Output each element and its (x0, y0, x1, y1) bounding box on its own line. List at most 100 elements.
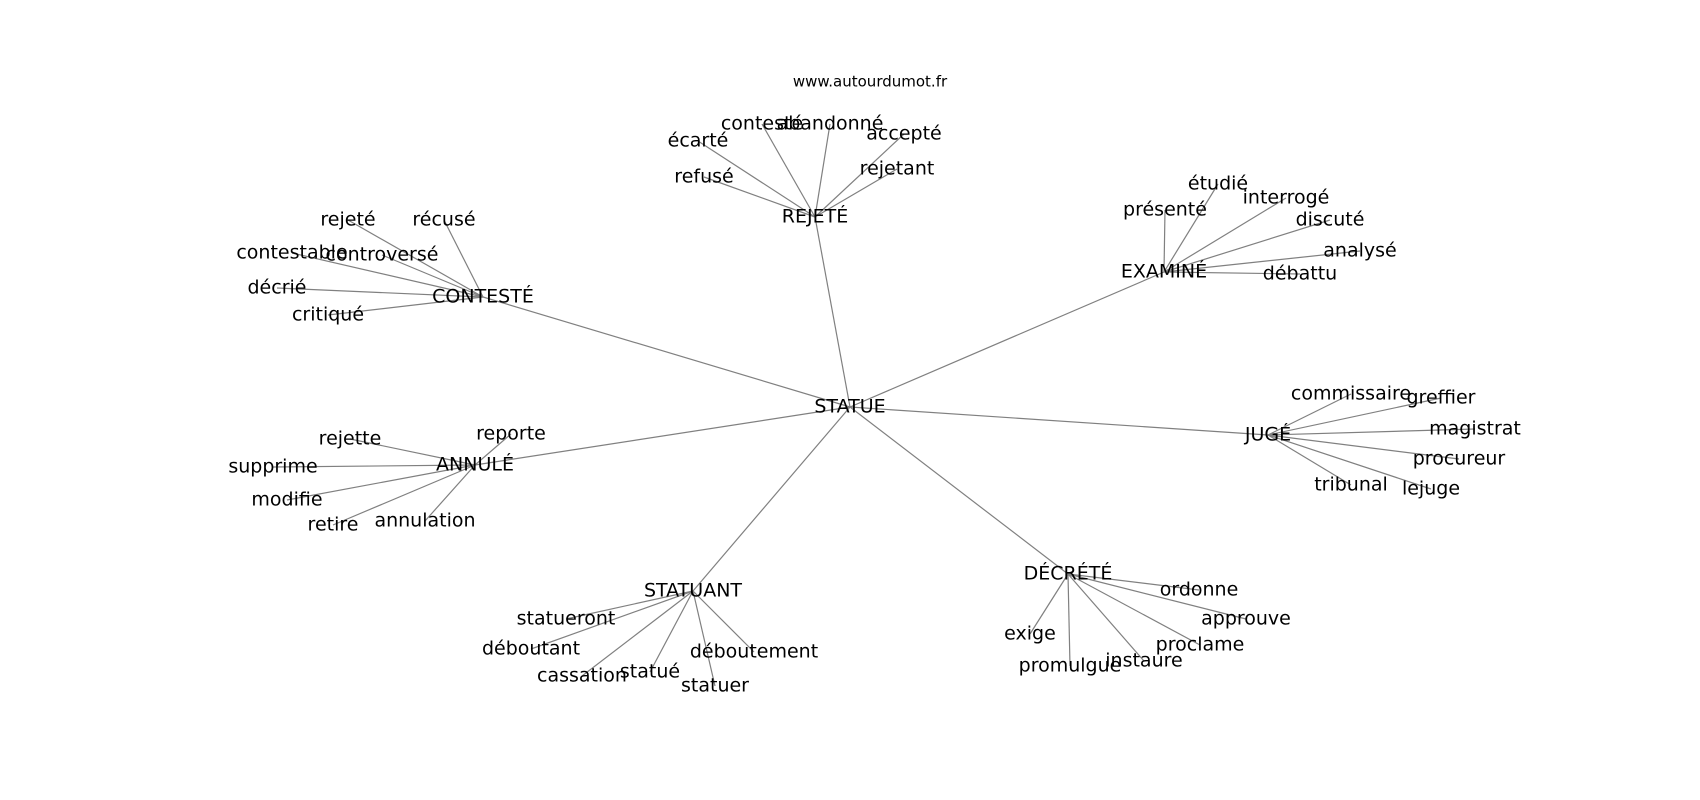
leaf-edge (1163, 183, 1219, 273)
leaf-node-label: contesté (721, 113, 803, 135)
leaf-node-label: critiqué (292, 304, 364, 326)
leaf-node-label: rejetant (860, 158, 935, 180)
leaf-edge (1067, 573, 1200, 591)
leaf-edge (272, 464, 476, 468)
leaf-node-label: décrié (248, 277, 307, 299)
leaf-edge (276, 287, 484, 298)
leaf-node-label: controversé (326, 244, 439, 266)
leaf-edge (703, 176, 816, 218)
hub-node-label: DÉCRÉTÉ (1024, 562, 1113, 585)
leaf-edge (381, 254, 484, 298)
root-edge (849, 406, 1069, 575)
hub-node-label: ANNULÉ (436, 453, 514, 476)
leaf-edge (1267, 397, 1442, 436)
root-edge (849, 406, 1269, 436)
leaf-edge (286, 464, 476, 501)
leaf-node-label: commissaire (1291, 383, 1411, 405)
leaf-edge (697, 140, 816, 218)
leaf-node-label: exige (1004, 623, 1056, 645)
leaf-edge (474, 433, 512, 466)
leaf-edge (1267, 393, 1352, 436)
leaf-node-label: accepté (866, 123, 941, 145)
leaf-node-label: reporte (476, 423, 546, 445)
leaf-edge (347, 219, 484, 298)
leaf-edge (1067, 573, 1145, 662)
leaf-node-label: cassation (537, 665, 627, 687)
hub-node-label: STATUANT (644, 580, 742, 602)
root-edge (474, 406, 851, 466)
leaf-edge (1163, 209, 1166, 273)
leaf-edge (1067, 573, 1071, 667)
leaf-edge (332, 464, 476, 526)
leaf-node-label: rejeté (320, 209, 375, 231)
leaf-node-label: rejette (319, 428, 382, 450)
leaf-edge (565, 590, 694, 620)
leaf-edge (814, 133, 905, 218)
leaf-edge (291, 252, 484, 298)
leaf-node-label: greffier (1406, 387, 1475, 409)
leaf-node-label: proclame (1156, 634, 1245, 656)
leaf-edge (1029, 573, 1069, 635)
leaf-edge (581, 590, 694, 677)
leaf-node-label: récusé (412, 209, 475, 231)
hub-node-label: EXAMINÉ (1121, 260, 1207, 283)
leaf-node-label: statuer (681, 675, 749, 697)
leaf-edge (1067, 573, 1201, 646)
leaf-node-label: discuté (1296, 209, 1365, 231)
leaf-edge (814, 168, 898, 218)
leaf-node-label: promulgue (1019, 655, 1122, 677)
leaf-edge (761, 123, 816, 218)
leaf-node-label: étudié (1188, 173, 1248, 195)
leaf-node-label: présenté (1123, 199, 1207, 221)
root-edge (692, 406, 851, 592)
leaf-node-label: débattu (1263, 263, 1337, 285)
leaf-node-label: procureur (1413, 448, 1506, 470)
leaf-node-label: déboutement (690, 641, 818, 663)
leaf-node-label: supprime (228, 456, 317, 478)
leaf-edge (1163, 197, 1287, 273)
leaf-node-label: contestable (236, 242, 347, 264)
leaf-node-label: interrogé (1243, 187, 1330, 209)
leaf-node-label: annulation (374, 510, 475, 532)
leaf-node-label: lejuge (1402, 478, 1460, 500)
root-edge (849, 271, 1165, 408)
leaf-node-label: abandonné (777, 113, 884, 135)
hub-node-label: CONTESTÉ (432, 285, 534, 308)
leaf-edge (1267, 434, 1460, 460)
leaf-node-label: statué (620, 661, 680, 683)
leaf-node-label: déboutant (482, 638, 580, 660)
leaf-node-label: statueront (517, 608, 616, 630)
leaf-edge (692, 590, 716, 687)
leaf-node-label: approuve (1201, 608, 1291, 630)
leaf-node-label: modifie (251, 489, 322, 511)
leaf-edge (814, 123, 831, 218)
leaf-node-label: écarté (668, 130, 729, 152)
leaf-node-label: refusé (674, 166, 733, 188)
edges-layer (272, 123, 1476, 687)
leaf-node-label: ordonne (1160, 579, 1239, 601)
leaf-node-label: retire (308, 514, 359, 536)
hub-node-label: JUGÉ (1244, 423, 1291, 446)
source-label: www.autourdumot.fr (793, 73, 948, 91)
leaf-node-label: analysé (1323, 240, 1396, 262)
leaf-edge (1267, 428, 1476, 436)
leaf-node-label: instaure (1105, 650, 1182, 672)
root-edge (482, 296, 851, 408)
leaf-edge (1267, 434, 1352, 486)
leaf-edge (349, 438, 476, 466)
leaf-node-label: magistrat (1429, 418, 1521, 440)
leaf-edge (1067, 573, 1247, 620)
leaf-edge (1163, 250, 1361, 273)
leaf-edge (1267, 434, 1432, 490)
leaf-edge (424, 464, 476, 522)
leaf-edge (530, 590, 694, 650)
leaf-node-label: tribunal (1314, 474, 1388, 496)
hub-node-label: REJETÉ (782, 205, 848, 228)
leaf-edge (649, 590, 694, 673)
leaf-edge (692, 590, 755, 653)
leaf-edge (1163, 219, 1331, 273)
root-edge (814, 216, 851, 408)
leaf-edge (1163, 271, 1301, 275)
